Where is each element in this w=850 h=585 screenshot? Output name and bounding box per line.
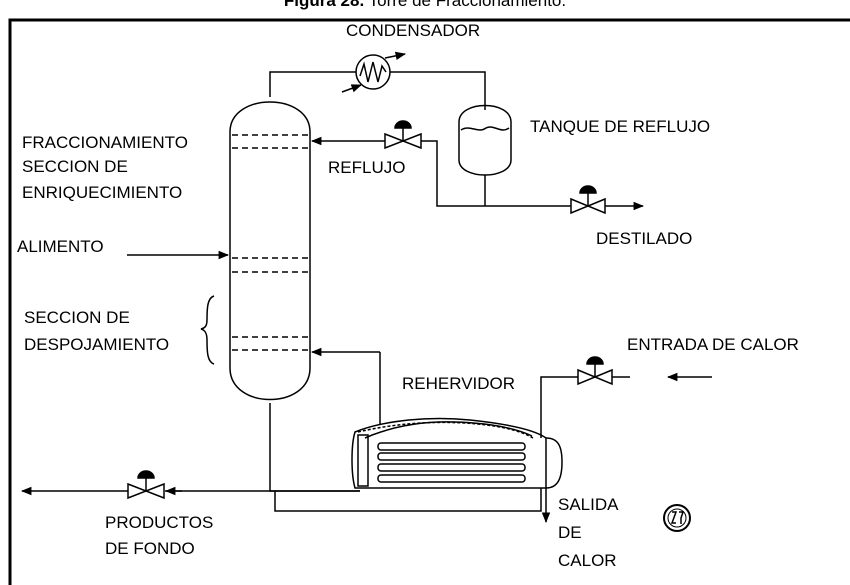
overhead-vapor-line	[269, 71, 356, 97]
condenser	[341, 51, 407, 93]
fractionation-label: FRACCIONAMIENTO	[22, 133, 188, 152]
tank-liquid-level	[460, 126, 510, 131]
column-trays	[232, 134, 308, 351]
condenser-label: CONDENSADOR	[346, 21, 480, 40]
reboiler-head	[357, 434, 369, 487]
reflux-tank	[458, 104, 512, 176]
bottoms-control-valve	[127, 470, 165, 500]
tube-bundle	[377, 442, 526, 483]
feed-label: ALIMENTO	[17, 237, 104, 256]
logo-seal-icon	[663, 504, 691, 532]
bottoms-label-2: DE FONDO	[105, 539, 195, 558]
figure-caption: Figura 28. Torre de Fraccionamiento.	[0, 0, 850, 11]
distillate-label: DESTILADO	[596, 229, 692, 248]
reflux-control-valve	[384, 120, 422, 150]
heat-input-to-reboiler	[540, 376, 578, 438]
reflux-tank-label: TANQUE DE REFLUJO	[530, 117, 710, 136]
heat-outlet-label-3: CALOR	[558, 551, 617, 570]
caption-number: Figura 28.	[283, 0, 365, 10]
figure-frame	[8, 18, 850, 585]
distillate-control-valve	[570, 185, 606, 215]
reboiler-end-cap	[545, 437, 563, 489]
enriching-section-label-2: ENRIQUECIMIENTO	[22, 183, 182, 202]
reflux-label: REFLUJO	[328, 158, 405, 177]
stripping-brace	[200, 295, 215, 365]
enriching-section-label-1: SECCION DE	[22, 157, 128, 176]
column-bottoms-line	[269, 403, 360, 492]
heat-outlet-label-2: DE	[558, 523, 582, 542]
heat-input-control-valve	[577, 356, 613, 386]
bottoms-product-line	[274, 488, 542, 512]
reboiler-label: REHERVIDOR	[402, 374, 515, 393]
heat-exchanger-icon	[355, 54, 391, 90]
stripping-section-label-1: SECCION DE	[24, 308, 130, 327]
reflux-return-line	[421, 140, 485, 207]
bottoms-label-1: PRODUCTOS	[105, 513, 213, 532]
condenser-outlet-line	[390, 71, 486, 110]
heat-outlet-label-1: SALIDA	[558, 495, 619, 514]
reboiler	[351, 417, 563, 489]
caption-title: Torre de Fraccionamiento.	[364, 0, 567, 10]
fractionation-column	[229, 101, 311, 401]
stripping-section-label-2: DESPOJAMIENTO	[24, 335, 169, 354]
heat-input-label: ENTRADA DE CALOR	[627, 335, 799, 354]
